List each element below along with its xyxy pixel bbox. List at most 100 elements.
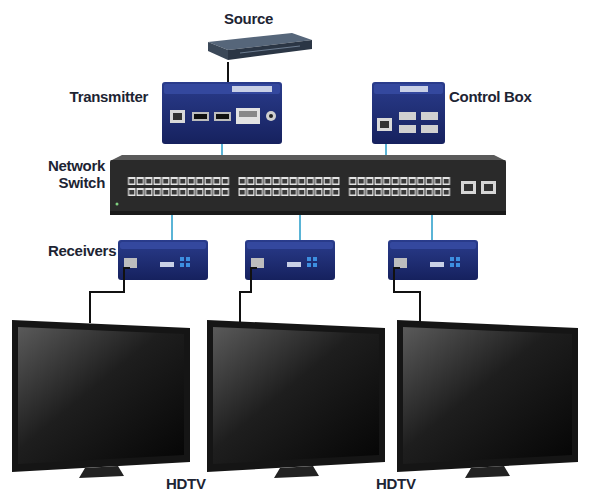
network-cables (172, 215, 432, 240)
device-top (164, 84, 280, 94)
usb-port (399, 112, 416, 120)
terminal-block (236, 108, 260, 124)
hdmi-hole (216, 114, 229, 119)
network-cable (221, 144, 223, 155)
ethernet-port (377, 118, 392, 131)
port-group (128, 176, 230, 198)
device-top (390, 242, 476, 249)
indicator (313, 263, 317, 267)
switch-front (110, 160, 506, 215)
network-switch-device (110, 155, 506, 215)
indicator (450, 257, 454, 261)
ethernet-hole (380, 121, 389, 128)
uplink-hole (484, 184, 493, 191)
device-label: Network Switch (39, 158, 105, 191)
device-top (120, 242, 206, 249)
transmitter-device: Transmitter (162, 82, 282, 144)
device-group-label: Receivers (48, 243, 116, 260)
indicator (313, 257, 317, 261)
device-badge (400, 86, 428, 92)
power-jack (266, 111, 276, 121)
device-body (245, 240, 335, 280)
display-label: HDTV (376, 476, 416, 493)
source-player (208, 33, 312, 60)
control-box-device: Control Box (372, 82, 445, 144)
device-label: Source (195, 11, 302, 28)
device-badge (430, 262, 444, 267)
hdmi-cable (240, 268, 257, 323)
device-badge (160, 262, 174, 267)
tv-bezel (397, 320, 578, 472)
hdmi-cable (90, 268, 130, 323)
usb-port (399, 125, 416, 133)
player-front (228, 40, 312, 60)
video-cable (227, 62, 229, 82)
tv-bezel (12, 320, 190, 472)
indicator (307, 263, 311, 267)
hdmi-cable (394, 268, 420, 323)
indicator (180, 257, 184, 261)
player-side (208, 42, 228, 60)
device-label: Control Box (449, 89, 532, 106)
receiver-device (118, 240, 208, 280)
tv-stand (274, 466, 319, 478)
ethernet-hole (173, 113, 182, 120)
device-top (247, 242, 333, 249)
network-cable (431, 215, 433, 240)
tv-stand (79, 466, 124, 478)
usb-port (421, 112, 438, 120)
hdmi-port (394, 258, 407, 268)
device-top (374, 84, 443, 94)
device-body (162, 82, 282, 144)
indicator (450, 263, 454, 267)
tv-panel (213, 327, 379, 464)
uplink-port (461, 181, 476, 194)
power-pin (269, 114, 273, 118)
terminal-holes (239, 111, 257, 117)
device-badge (287, 262, 301, 267)
device-body (372, 82, 445, 144)
control-box-device (372, 82, 445, 144)
usb-port (421, 125, 438, 133)
tv-panel (18, 327, 184, 464)
receiver-device (388, 240, 478, 280)
port-group (349, 176, 451, 198)
status-led (116, 203, 119, 206)
source-device: Source (205, 30, 312, 62)
port-group (238, 176, 340, 198)
indicator (456, 263, 460, 267)
hdmi-port (214, 112, 231, 121)
hdmi-cables (90, 268, 420, 323)
hdmi-port (192, 112, 209, 121)
transmitter-device (162, 82, 282, 144)
device-badge (232, 86, 272, 92)
device-body (118, 240, 208, 280)
tv-bezel (207, 320, 385, 472)
network-cable (385, 144, 387, 155)
device-label: Transmitter (70, 89, 148, 106)
ethernet-port (170, 110, 185, 123)
player-slot (240, 46, 300, 53)
hdmi-hole (194, 114, 207, 119)
uplink-hole (464, 184, 473, 191)
receiver-device (245, 240, 335, 280)
display-label: HDTV (166, 476, 206, 493)
tv-stand (465, 466, 510, 478)
uplink-port (481, 181, 496, 194)
network-cable (299, 215, 301, 240)
tv-panel (403, 327, 572, 464)
hdmi-port (124, 258, 137, 268)
indicator (180, 263, 184, 267)
indicator (456, 257, 460, 261)
device-body (388, 240, 478, 280)
hdmi-port (251, 258, 264, 268)
switch-base (110, 211, 506, 215)
hdtv-screen (12, 320, 190, 478)
indicator (307, 257, 311, 261)
hdtv-screen (207, 320, 385, 478)
indicator (186, 263, 190, 267)
hdtv-screen (397, 320, 578, 478)
network-switch-device: Network Switch (110, 155, 506, 215)
